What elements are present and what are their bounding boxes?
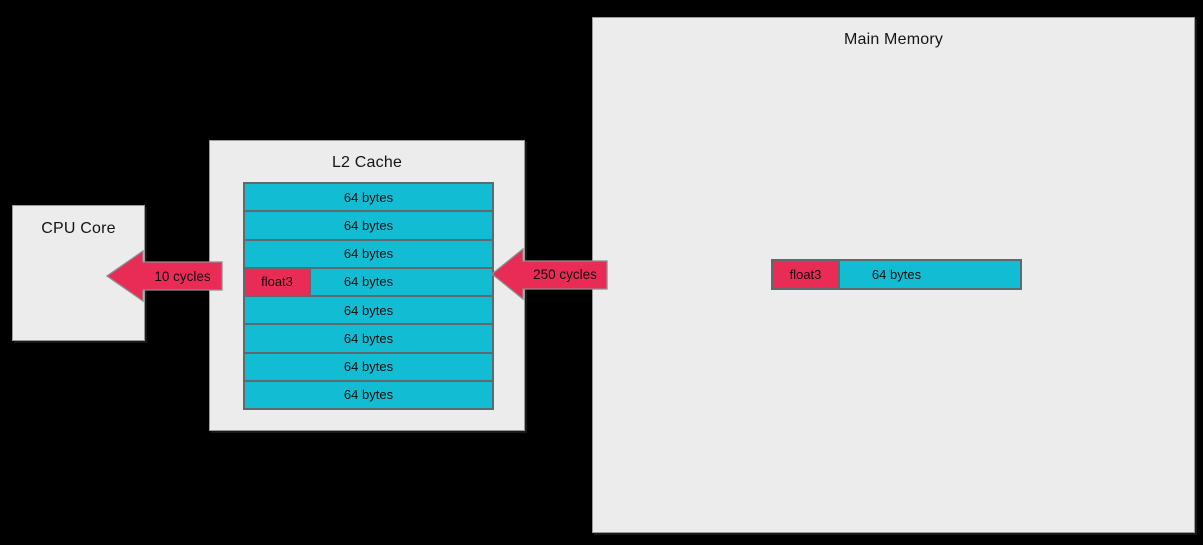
- cache-line-label: 64 bytes: [343, 359, 394, 375]
- cache-line-label: 64 bytes: [343, 387, 394, 403]
- main-memory-title: Main Memory: [843, 31, 944, 48]
- memory-cache-line-label: 64 bytes: [871, 267, 922, 282]
- l2-cache-line-stack: 64 bytes 64 bytes 64 bytes float3 64 byt…: [243, 182, 494, 410]
- cache-line-row: 64 bytes: [245, 353, 492, 380]
- l2-cache-title: L2 Cache: [331, 154, 403, 171]
- cache-line-row: 64 bytes: [245, 240, 492, 267]
- cache-line-label: 64 bytes: [343, 302, 394, 318]
- main-memory-box: Main Memory float3 64 bytes: [592, 17, 1195, 533]
- cache-line-label: 64 bytes: [343, 189, 394, 205]
- cache-line-label: 64 bytes: [343, 274, 394, 290]
- cache-line-row: 64 bytes: [245, 297, 492, 324]
- l2-float3-tag: float3: [245, 268, 311, 295]
- left-arrow-icon: [491, 247, 608, 301]
- l2-cache-box: L2 Cache 64 bytes 64 bytes 64 bytes floa…: [209, 140, 525, 431]
- cache-line-row: 64 bytes: [245, 184, 492, 211]
- cpu-core-title: CPU Core: [41, 220, 116, 237]
- cache-line-row-float3: float3 64 bytes: [245, 268, 492, 295]
- cache-line-label: 64 bytes: [343, 217, 394, 233]
- latency-arrow-memory-to-l2: 250 cycles: [491, 247, 608, 301]
- cache-line-row: 64 bytes: [245, 325, 492, 352]
- cache-line-row: 64 bytes: [245, 381, 492, 408]
- latency-arrow-l2-to-cpu: 10 cycles: [106, 249, 223, 303]
- left-arrow-icon: [106, 249, 223, 303]
- memory-float3-tag: float3: [773, 261, 840, 288]
- latency-label-250-cycles: 250 cycles: [533, 266, 597, 282]
- cache-line-label: 64 bytes: [343, 246, 394, 262]
- latency-label-10-cycles: 10 cycles: [154, 268, 211, 284]
- memory-cache-line: float3 64 bytes: [771, 259, 1022, 290]
- cache-line-row: 64 bytes: [245, 212, 492, 239]
- cache-line-label: 64 bytes: [343, 330, 394, 346]
